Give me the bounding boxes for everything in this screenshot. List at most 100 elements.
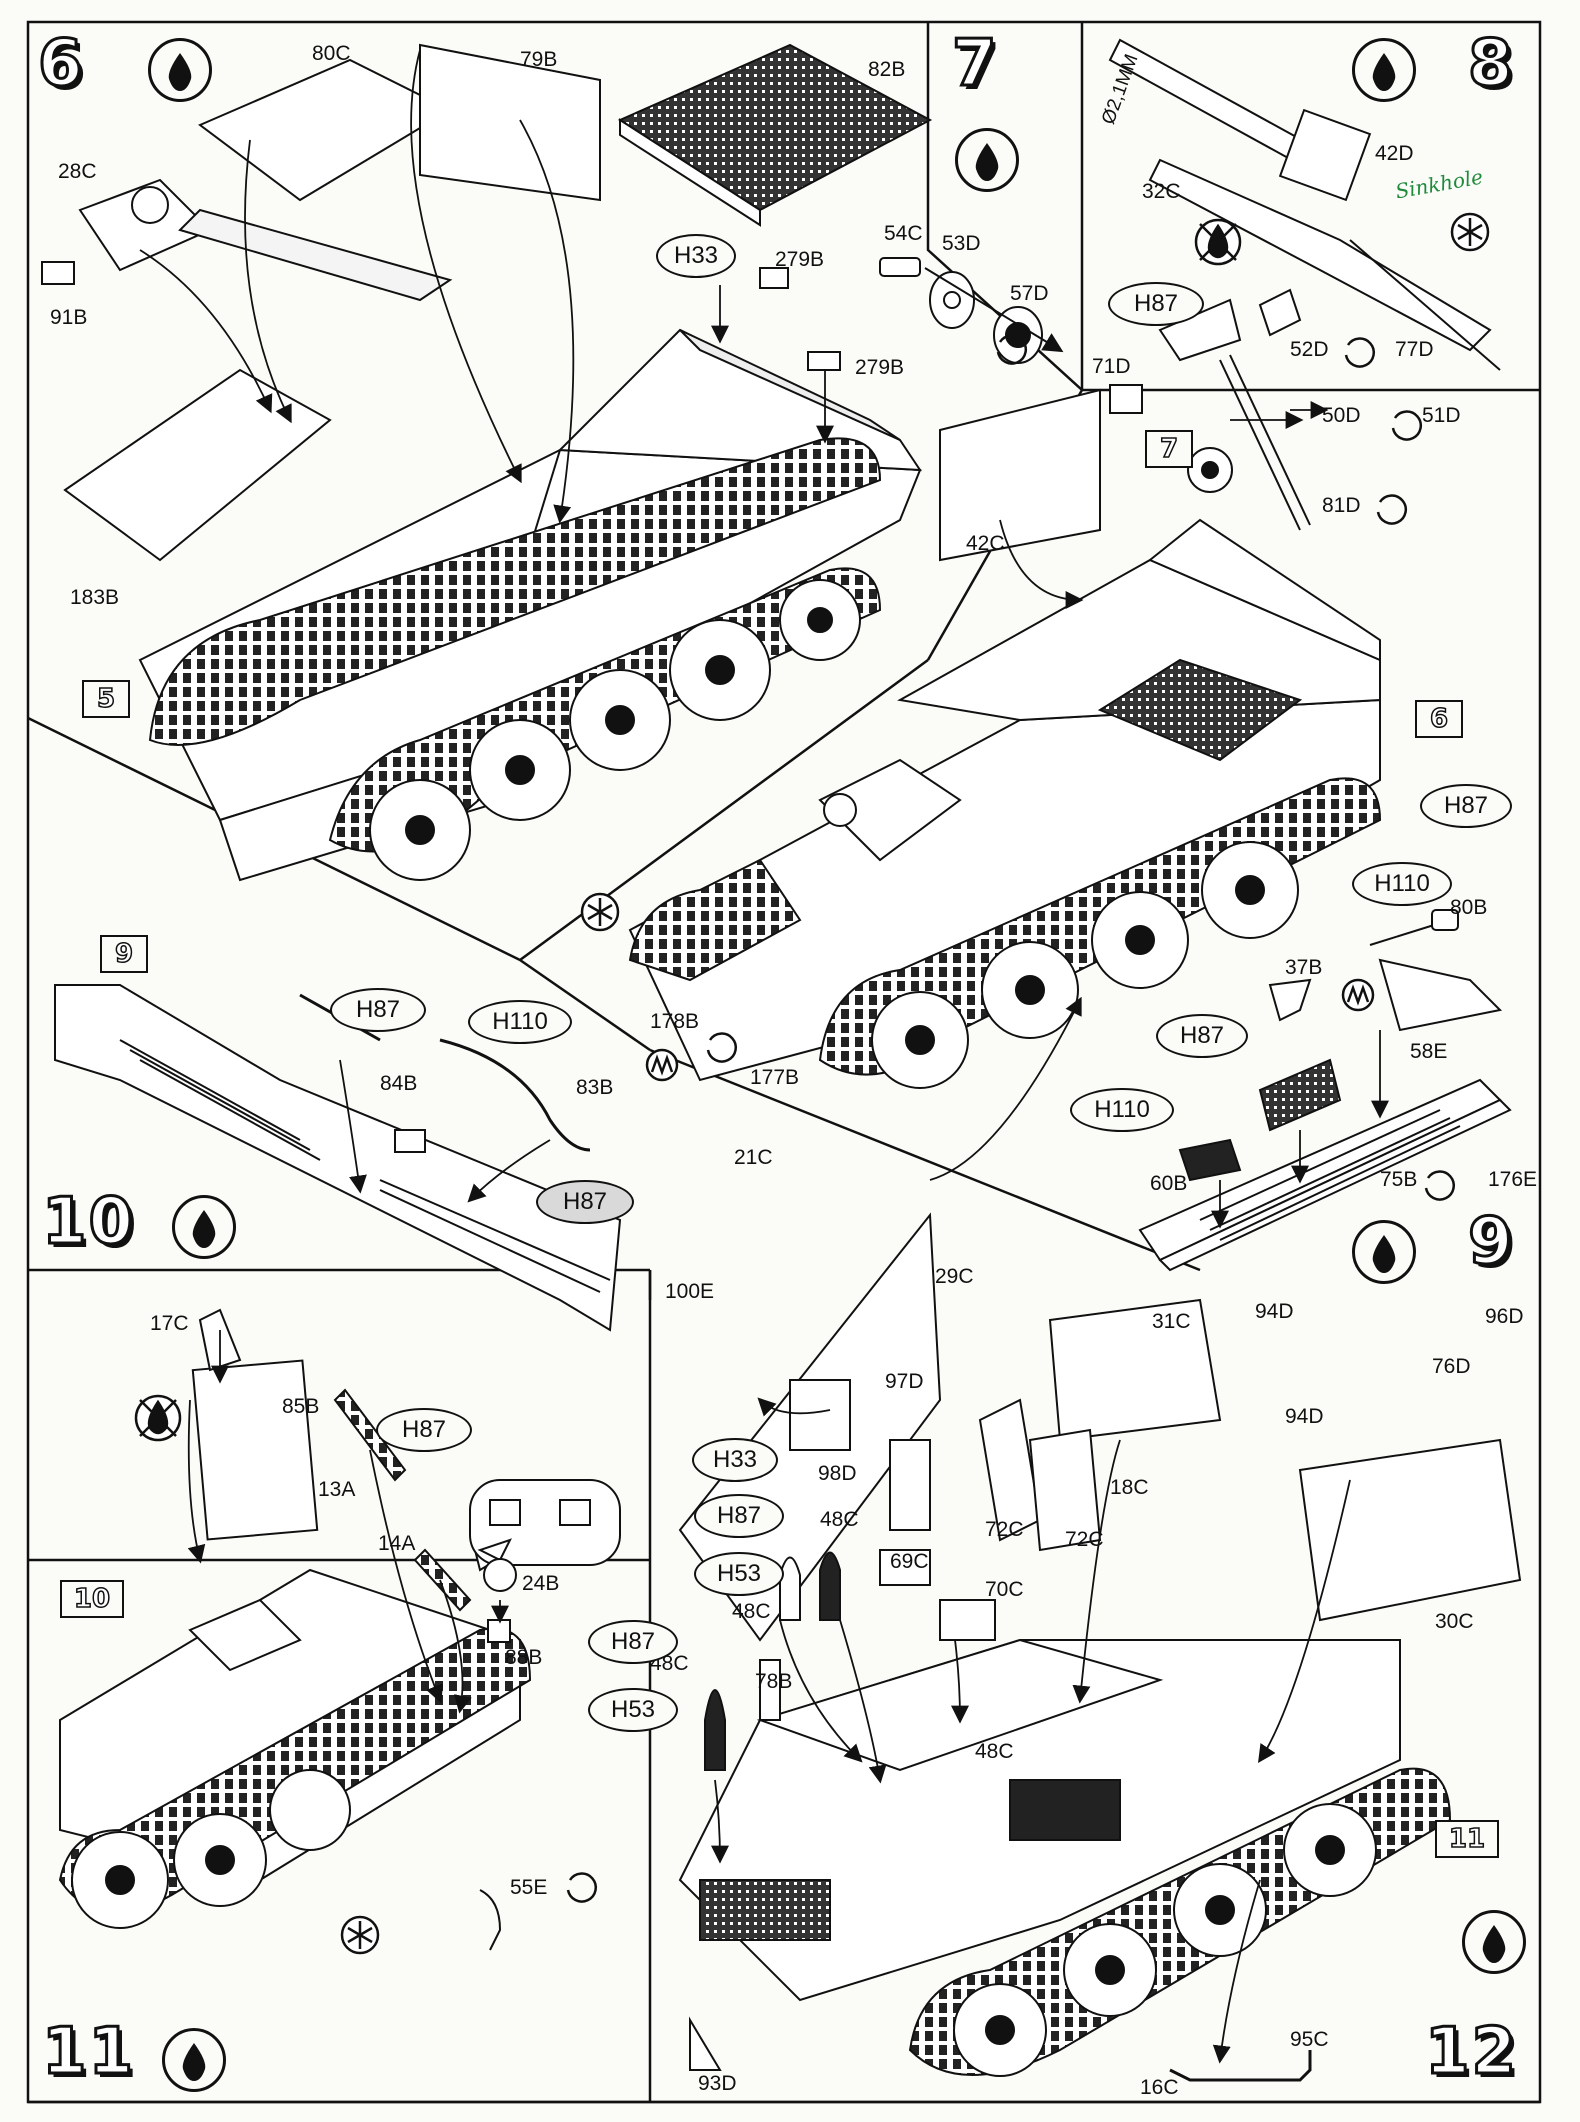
part-label: 42C	[966, 532, 1005, 555]
part-label: 50D	[1322, 404, 1361, 427]
substep-6: 6	[1415, 700, 1463, 738]
part-label: 18C	[1110, 1476, 1149, 1499]
step-number-11: 11	[40, 2015, 136, 2089]
step6-track-rear	[148, 437, 882, 746]
part-label: 80C	[312, 42, 351, 65]
step7-wheel-parts	[879, 257, 1064, 364]
part-label: 78B	[755, 1670, 793, 1693]
paint-color-callout: H87	[588, 1620, 678, 1664]
step10-track	[58, 1627, 532, 1929]
part-label: 57D	[1010, 282, 1049, 305]
part-label: 84B	[380, 1072, 418, 1095]
paint-color-callout: H87	[1108, 282, 1204, 326]
step9-left-fender	[54, 984, 622, 1332]
paint-color-callout: H110	[1352, 862, 1452, 906]
part-label: 51D	[1422, 404, 1461, 427]
no-glue-icon-2	[134, 1394, 182, 1442]
step9-arrows-left	[339, 1059, 551, 1203]
no-glue-icon	[1194, 218, 1242, 266]
paint-color-callout: H33	[692, 1438, 778, 1482]
paint-color-callout: H53	[694, 1552, 784, 1596]
part-label: 31C	[1152, 1310, 1191, 1333]
step6-parts	[41, 43, 933, 562]
part-label: 24B	[522, 1572, 560, 1595]
part-label: 279B	[855, 356, 905, 379]
rotate-symbols	[566, 334, 1455, 1903]
paint-color-callout: H110	[468, 1000, 572, 1044]
step11-arrows	[710, 1397, 1351, 2064]
part-79B-shape	[419, 43, 601, 202]
step-number-12: 12	[1423, 2015, 1519, 2089]
part-80C-shape	[198, 58, 453, 202]
step-number-6: 6	[37, 27, 85, 101]
part-label: 58E	[1410, 1040, 1448, 1063]
part-label: 93D	[698, 2072, 737, 2095]
part-label: 55E	[510, 1876, 548, 1899]
part-label: 183B	[70, 586, 120, 609]
drop-cement-icon	[1462, 1910, 1526, 1974]
paint-color-callout: H87	[1156, 1014, 1248, 1058]
part-label: 71D	[1092, 355, 1131, 378]
step7-grill	[1097, 658, 1303, 762]
paint-color-callout: H87	[694, 1494, 784, 1538]
substep-11: 11	[1435, 1820, 1499, 1858]
part-label: 52D	[1290, 338, 1329, 361]
part-label: 79B	[520, 48, 558, 71]
part-label: 13A	[318, 1478, 356, 1501]
substep-5: 5	[82, 680, 130, 718]
part-label: 60B	[1150, 1172, 1188, 1195]
step6-small-parts	[759, 267, 841, 371]
part-label: 96D	[1485, 1305, 1524, 1328]
optional-asterisk-icon-3	[340, 1915, 380, 1955]
part-label: 83B	[576, 1076, 614, 1099]
part-label: 75B	[1380, 1168, 1418, 1191]
step-number-7: 7	[951, 27, 999, 101]
step11-shells	[689, 1549, 1312, 2082]
part-label: 100E	[665, 1280, 715, 1303]
step9-fender	[1138, 909, 1512, 1272]
part-label: 17C	[150, 1312, 189, 1335]
step6-arrows	[139, 49, 834, 524]
optional-asterisk-icon-2	[580, 892, 620, 932]
paint-color-callout: H87	[330, 988, 426, 1032]
part-label: 48C	[975, 1740, 1014, 1763]
part-label: 21C	[734, 1146, 773, 1169]
substep-7: 7	[1145, 430, 1193, 468]
part-31C-shape	[1048, 1298, 1222, 1442]
paint-color-callout: H33	[656, 234, 736, 278]
step8-arrows	[1230, 401, 1329, 429]
part-label: 69C	[890, 1550, 929, 1573]
paint-color-callout: H53	[588, 1688, 678, 1732]
paint-color-callout: H87	[1420, 784, 1512, 828]
part-label: 37B	[1285, 956, 1323, 979]
part-label: 176E	[1488, 1168, 1538, 1191]
step10-parts	[198, 1308, 621, 1951]
part-label: 91B	[50, 306, 88, 329]
bend-icon	[645, 978, 1375, 1082]
part-label: 42D	[1375, 142, 1414, 165]
part-label: 54C	[884, 222, 923, 245]
part-label: 81D	[1322, 494, 1361, 517]
part-label: 97D	[885, 1370, 924, 1393]
part-label: 76D	[1432, 1355, 1471, 1378]
substep-9: 9	[100, 935, 148, 973]
part-label: 70C	[985, 1578, 1024, 1601]
paint-color-callout: H87	[376, 1408, 472, 1452]
part-label: 72C	[985, 1518, 1024, 1541]
step7-hull	[628, 388, 1381, 1082]
part-label: 178B	[650, 1010, 700, 1033]
step9-arrows	[1211, 1030, 1389, 1229]
part-label: 53D	[942, 232, 981, 255]
part-label: 177B	[750, 1066, 800, 1089]
step7-track	[628, 777, 1382, 1089]
paint-color-callout: H110	[1070, 1088, 1174, 1132]
step-number-9: 9	[1467, 1205, 1515, 1279]
part-label: 30C	[1435, 1610, 1474, 1633]
paint-color-callout: H87	[536, 1180, 634, 1224]
step10-arrows	[187, 1330, 509, 1714]
step8-gun	[1108, 38, 1501, 531]
step11-track	[699, 1767, 1452, 2077]
part-label: 16C	[1140, 2076, 1179, 2099]
part-183B-shape	[63, 368, 332, 562]
part-label: 14A	[378, 1532, 416, 1555]
